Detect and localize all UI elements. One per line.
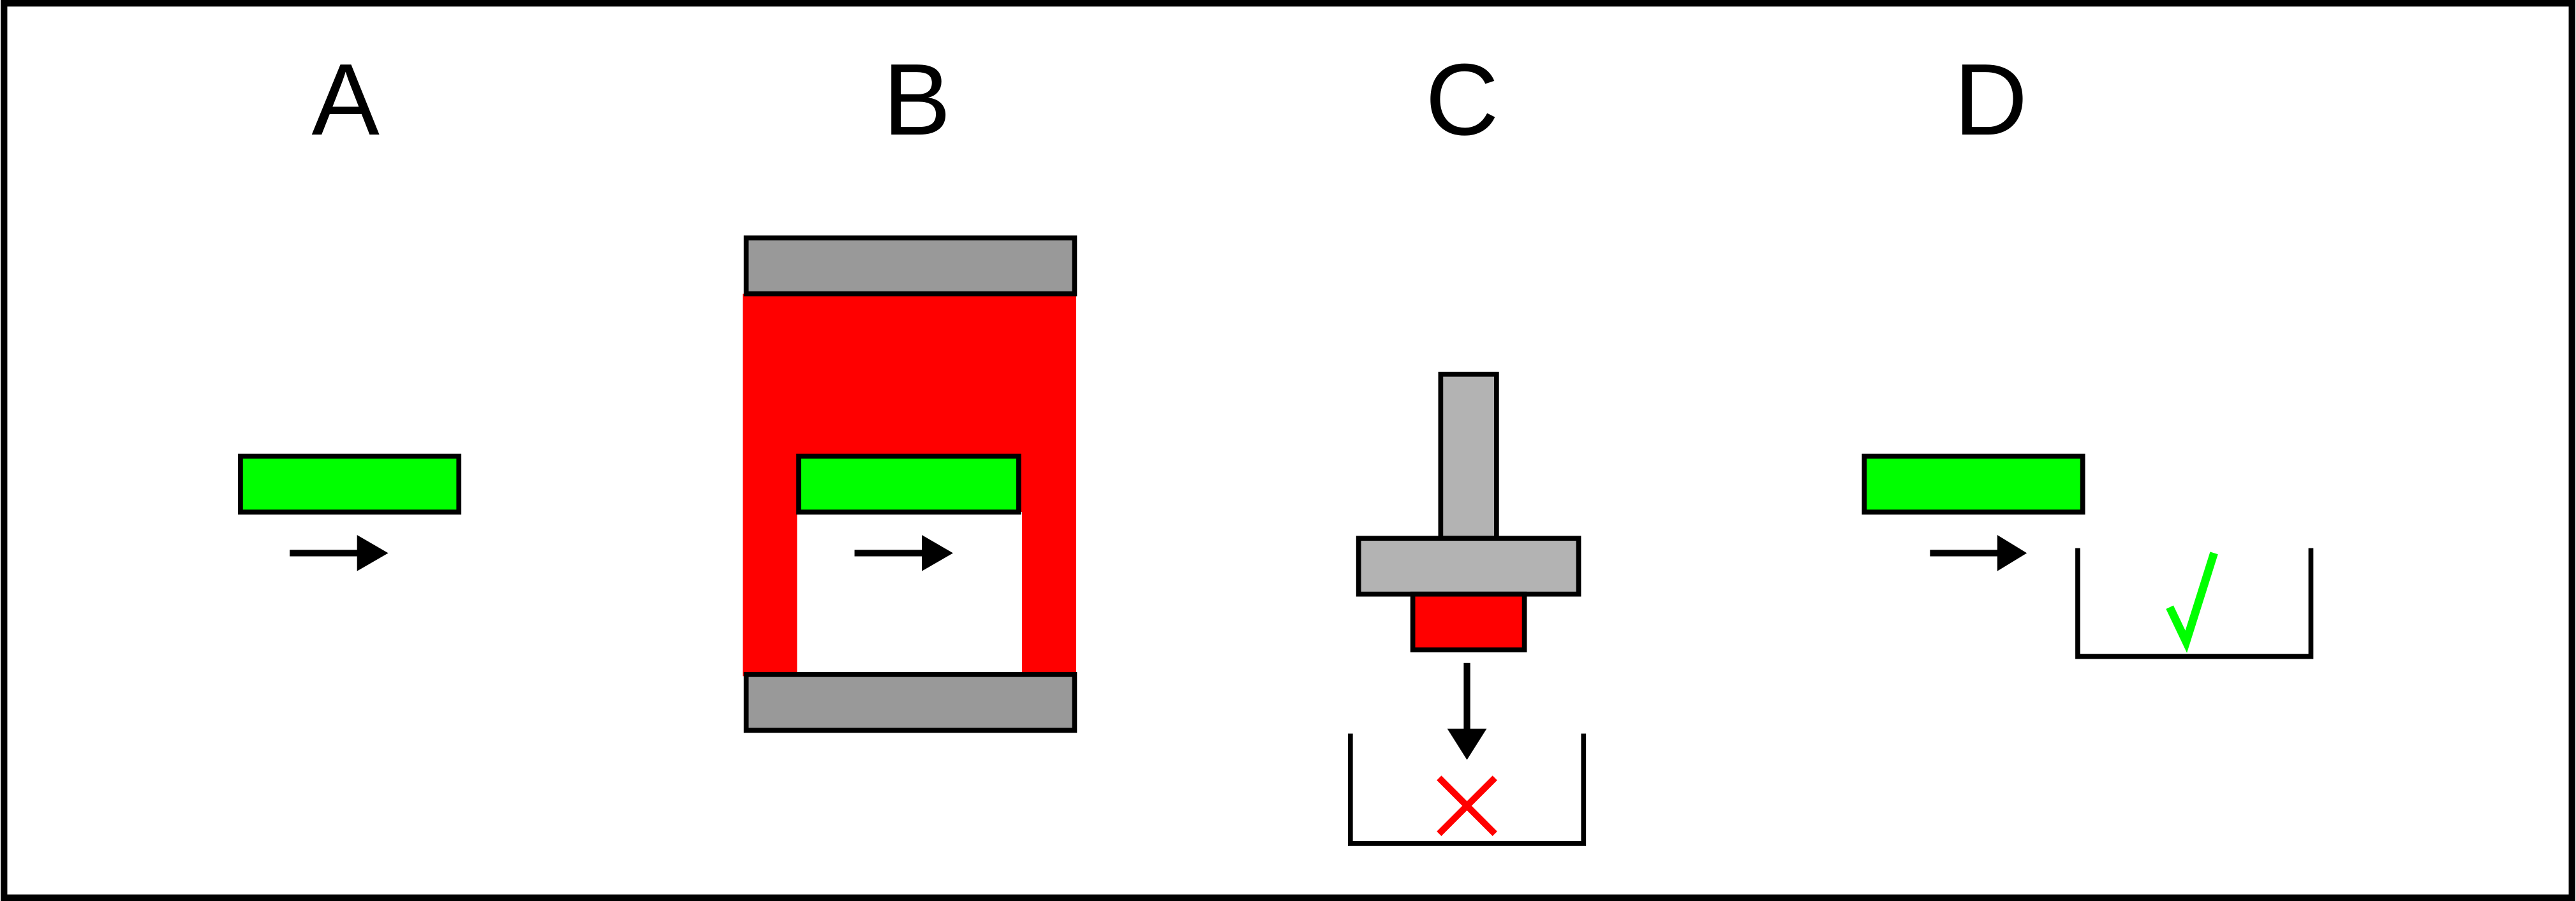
arrow-right-icon (1930, 535, 2027, 571)
bottom-grey-plate (743, 671, 1077, 733)
panel-label-b: B (883, 43, 951, 156)
panel-label-c: C (1425, 43, 1499, 156)
enclosure-opening (797, 512, 1023, 677)
press-plate (1356, 536, 1581, 597)
panel-label-d: D (1954, 43, 2027, 156)
panel-b: B (743, 43, 1077, 733)
arrow-right-icon (290, 535, 389, 571)
arrow-right-icon (854, 535, 953, 571)
panel-a: A (238, 43, 462, 571)
panel-c: C (1347, 43, 1587, 846)
checkmark-icon (2166, 552, 2218, 653)
red-block (1410, 591, 1527, 653)
panel-d: D (1862, 43, 2314, 659)
green-block (1862, 453, 2085, 515)
press-stem (1438, 371, 1499, 541)
cross-icon (1437, 775, 1497, 837)
panel-label-a: A (311, 43, 380, 156)
top-grey-plate (743, 235, 1077, 297)
green-block (796, 453, 1021, 515)
arrow-down-icon (1447, 663, 1487, 760)
bin (1347, 733, 1587, 846)
green-block (238, 453, 462, 515)
bin (2075, 548, 2314, 659)
